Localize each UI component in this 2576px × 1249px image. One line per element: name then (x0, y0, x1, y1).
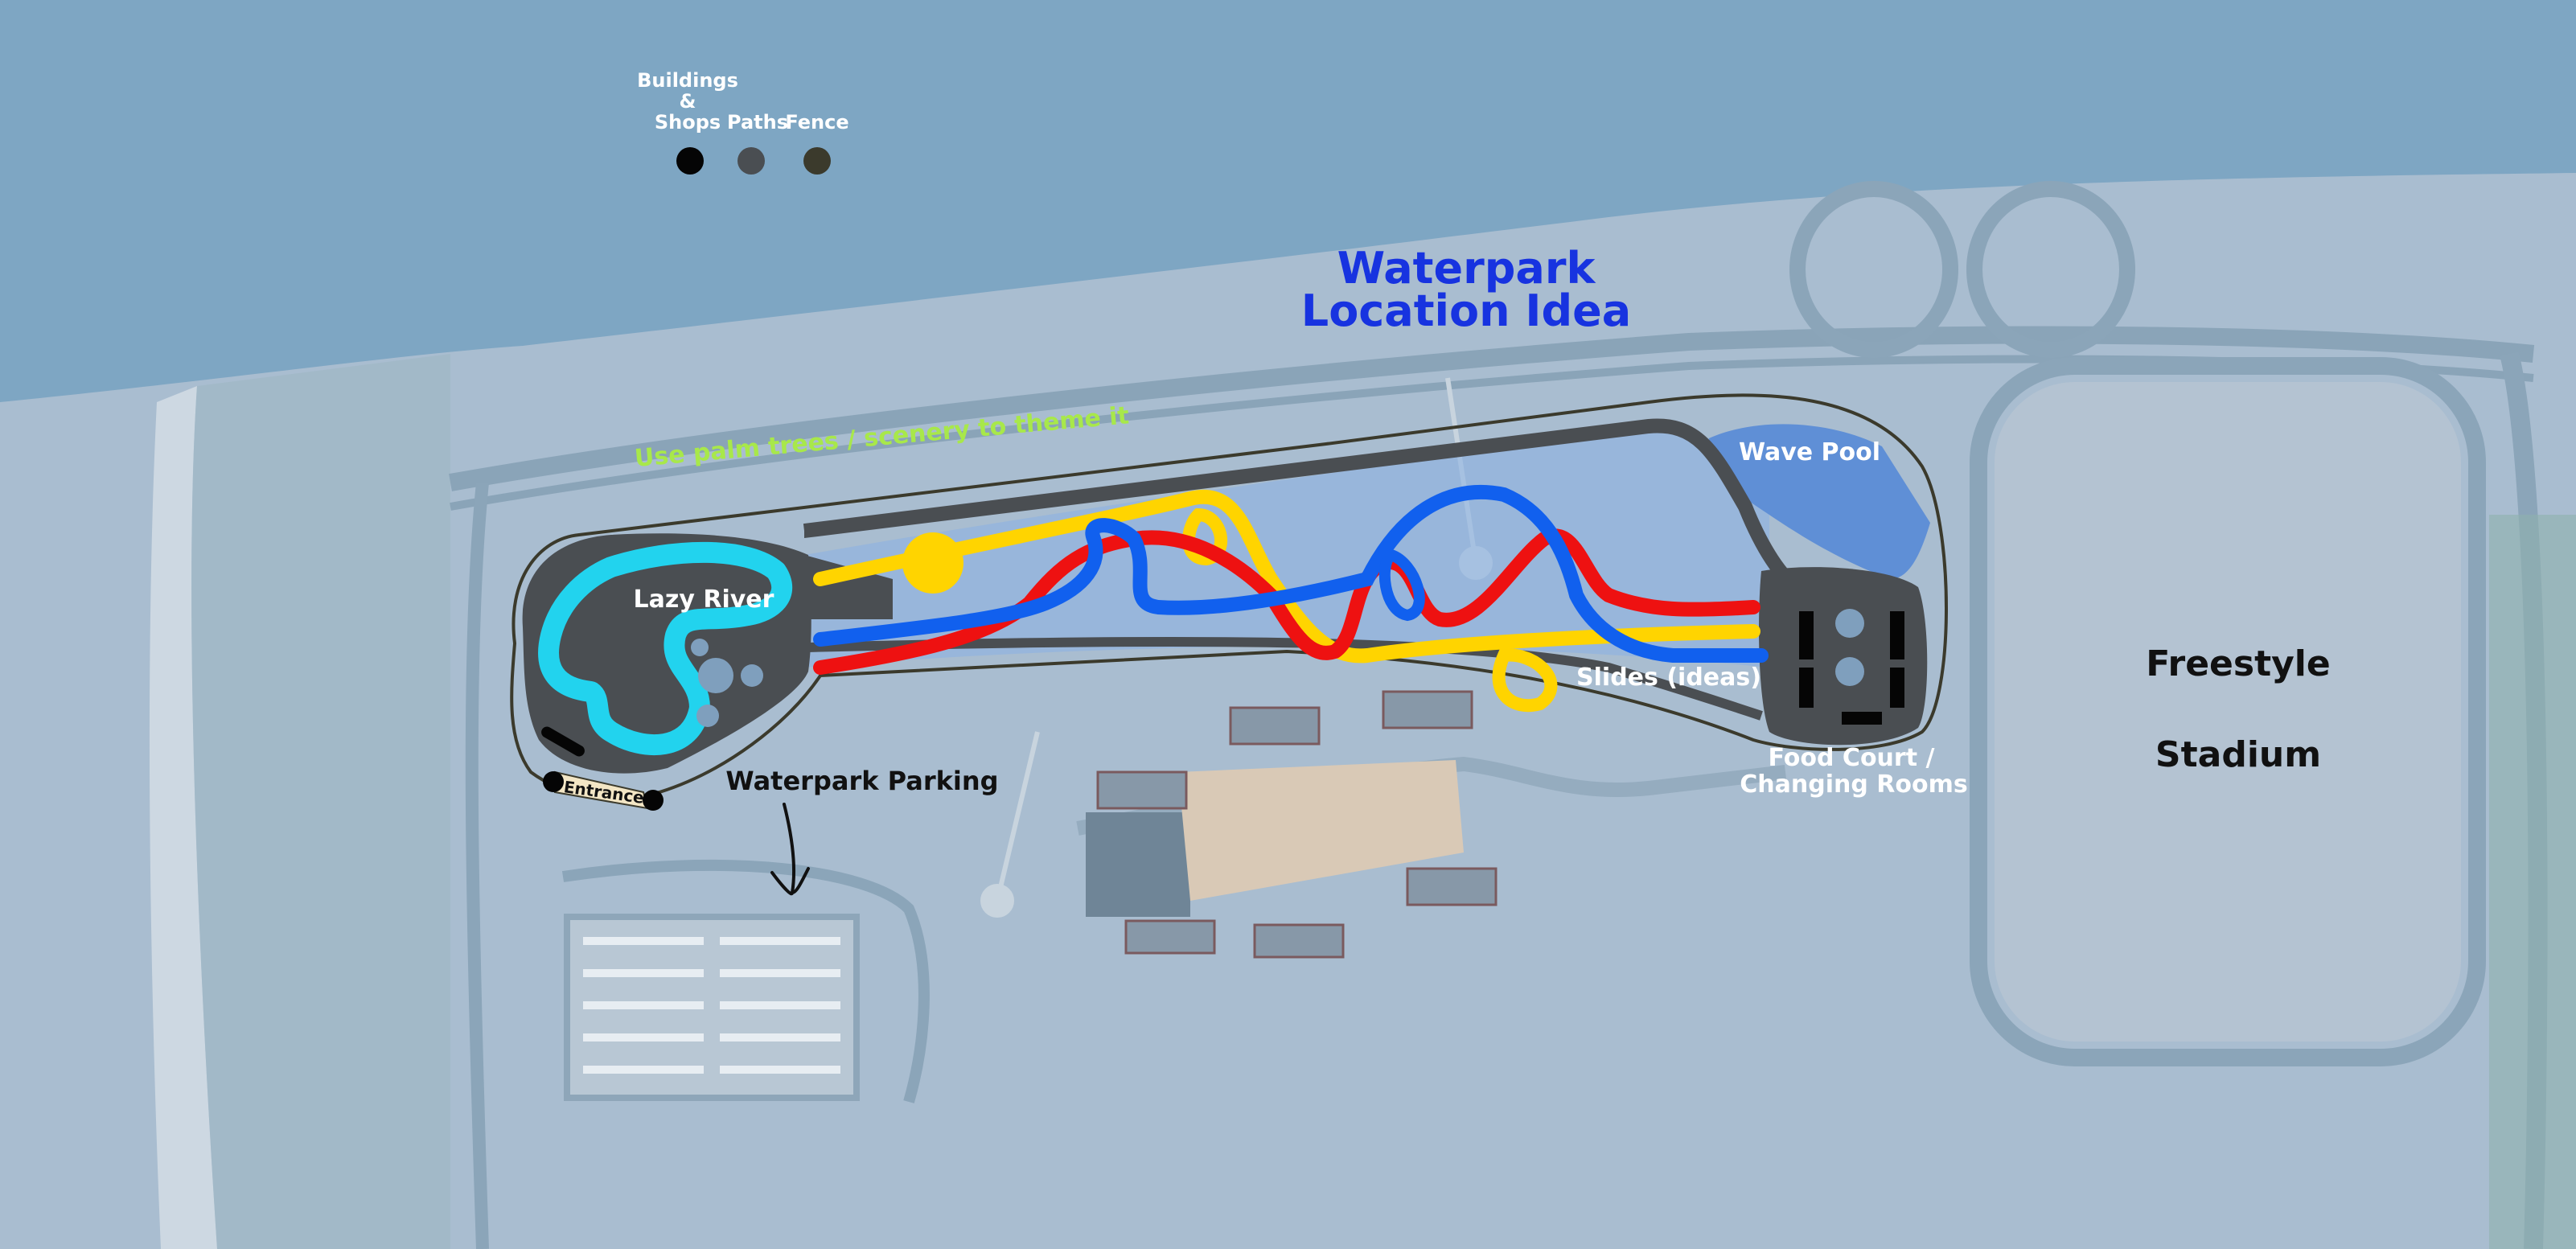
slide-blue (813, 484, 1769, 663)
legend-dot-paths (737, 147, 765, 175)
beach (149, 386, 217, 1249)
slide-blue-loop (1378, 548, 1425, 622)
stadium-label-2: Stadium (2155, 734, 2321, 775)
main-path (803, 418, 1806, 598)
legend-label-fence: Fence (785, 111, 848, 134)
wave-pool (1708, 424, 1930, 579)
slide-yellow (813, 489, 1760, 664)
interchange-loop-right (1966, 181, 2135, 358)
lazy-river-label: Lazy River (634, 585, 774, 614)
slide-yellow-loop2 (1492, 648, 1558, 713)
parking-label: Waterpark Parking (725, 766, 998, 796)
stadium-green-edge (2489, 515, 2576, 1249)
legend-dot-fence (803, 147, 831, 175)
legend-label-buildings: Buildings (637, 69, 738, 92)
stadium-ring-road (1970, 357, 2486, 1066)
lazy-river (538, 541, 792, 756)
slides-label: Slides (ideas) (1576, 664, 1761, 692)
parking-rows (583, 937, 840, 1074)
interchange-loop-left (1789, 181, 1958, 358)
slide-red (813, 528, 1760, 675)
legend-label-amp: & (680, 90, 696, 113)
entrance-marker-right (643, 790, 664, 811)
legend-label-shops: Shops (655, 111, 721, 134)
title-line-2: Location Idea (1301, 286, 1631, 336)
food-court-buildings (1799, 611, 1904, 725)
entrance-marker-left (543, 771, 564, 792)
vegetation (191, 354, 451, 1249)
stadium-site (1995, 382, 2461, 1042)
food-court-pools (1835, 609, 1864, 686)
highway (449, 326, 2535, 491)
parking-access-road (561, 859, 930, 1103)
stadium-label-1: Freestyle (2146, 643, 2330, 684)
existing-buildings (1096, 690, 1498, 959)
airfield-pad (1086, 812, 1190, 917)
legend-label-paths: Paths (727, 111, 788, 134)
coastal-road (465, 482, 489, 1249)
slide-yellow-splash (902, 532, 963, 594)
food-court-label-1: Food Court / (1769, 744, 1935, 772)
runway-pad (1178, 760, 1464, 901)
title-line-1: Waterpark (1337, 243, 1596, 294)
food-court-label-2: Changing Rooms (1740, 770, 1967, 799)
slide-yellow-loop (1182, 507, 1227, 566)
wave-pool-label: Wave Pool (1739, 438, 1880, 466)
hub-pools (691, 639, 763, 727)
hub-building-bar (541, 726, 585, 757)
legend-dot-buildings (676, 147, 704, 175)
parking-arrow (770, 803, 810, 896)
